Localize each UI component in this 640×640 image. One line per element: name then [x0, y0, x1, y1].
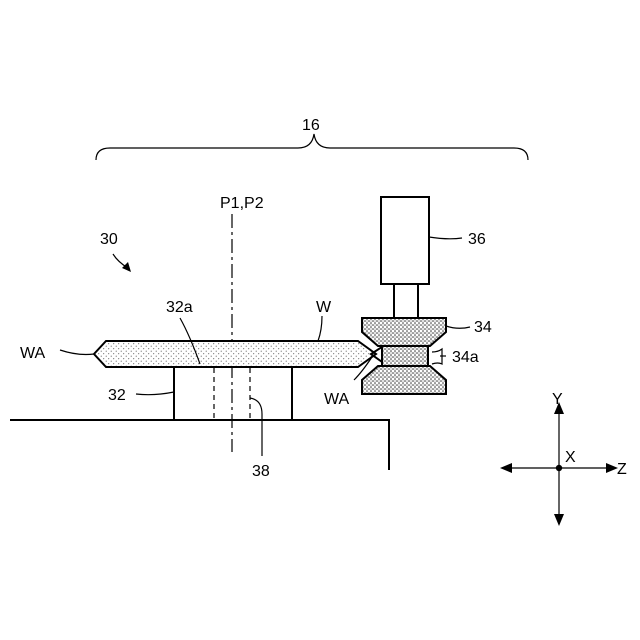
label-edge-left: WA — [20, 345, 46, 362]
label-wafer-surface: 32a — [166, 299, 193, 316]
base-frame — [10, 420, 389, 470]
coordinate-axes — [500, 402, 618, 526]
label-edge-right: WA — [324, 391, 350, 408]
label-wheel: 34 — [474, 319, 492, 336]
wheel-assembly — [362, 318, 446, 394]
label-unit: 30 — [100, 231, 118, 248]
assembly-brace — [96, 134, 528, 160]
table-body — [174, 367, 292, 420]
label-groove: 34a — [452, 349, 479, 366]
axis-label-y: Y — [552, 391, 563, 408]
axis-label-z: Z — [617, 461, 627, 478]
label-table: 32 — [108, 387, 126, 404]
wafer-body — [94, 341, 376, 367]
label-axis: P1,P2 — [220, 195, 264, 212]
unit-arrow — [113, 254, 131, 272]
label-assembly: 16 — [302, 117, 320, 134]
label-motor: 36 — [468, 231, 486, 248]
motor-body — [381, 197, 429, 284]
label-wafer: W — [316, 299, 332, 316]
spindle — [394, 284, 418, 318]
label-shaft: 38 — [252, 463, 270, 480]
wheel-bottom — [362, 366, 446, 394]
axis-label-x: X — [565, 449, 576, 466]
wheel-groove-34a — [382, 346, 428, 366]
wheel-top — [362, 318, 446, 346]
